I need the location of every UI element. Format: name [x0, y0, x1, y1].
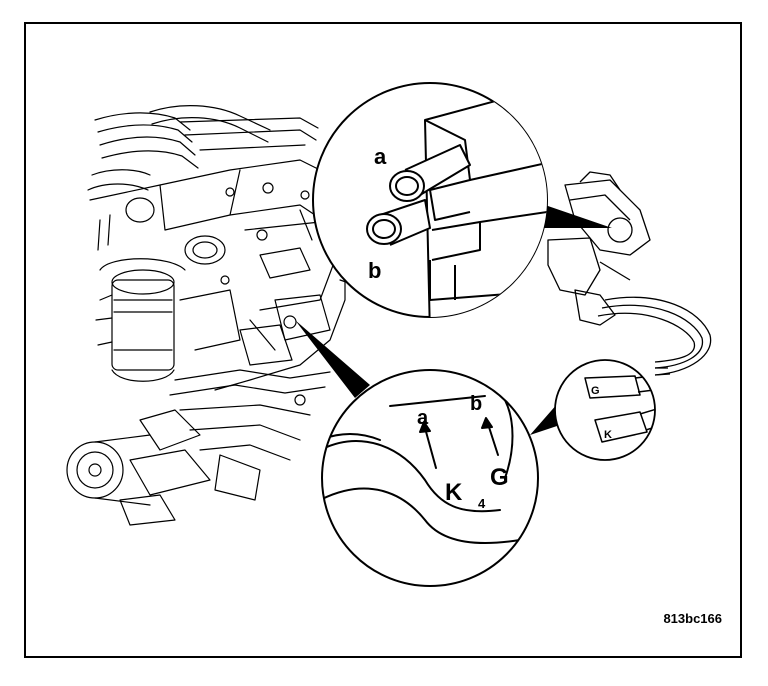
figure-code: 813bc166	[663, 611, 722, 626]
connector-detail: a b	[312, 82, 548, 318]
sensor-g-label: G	[591, 385, 600, 397]
wire-k-label: K	[445, 479, 463, 506]
sensor-harness	[547, 171, 712, 376]
wire-detail: a b K G 4	[321, 369, 539, 587]
wire-g-label: G	[490, 464, 509, 491]
wire-b-label: b	[470, 393, 482, 415]
sensor-k-label: K	[604, 429, 612, 441]
sensor-detail: G K	[554, 359, 656, 461]
connector-pin-a-label: a	[374, 144, 387, 169]
connector-pin-b-label: b	[368, 258, 381, 283]
bottom-detail-pointer	[295, 320, 370, 398]
wire-a-label: a	[417, 407, 429, 429]
top-detail-pointer	[540, 205, 612, 228]
wire-4-label: 4	[478, 496, 486, 511]
engine-illustration	[66, 105, 356, 526]
sensor-wires	[654, 367, 671, 376]
